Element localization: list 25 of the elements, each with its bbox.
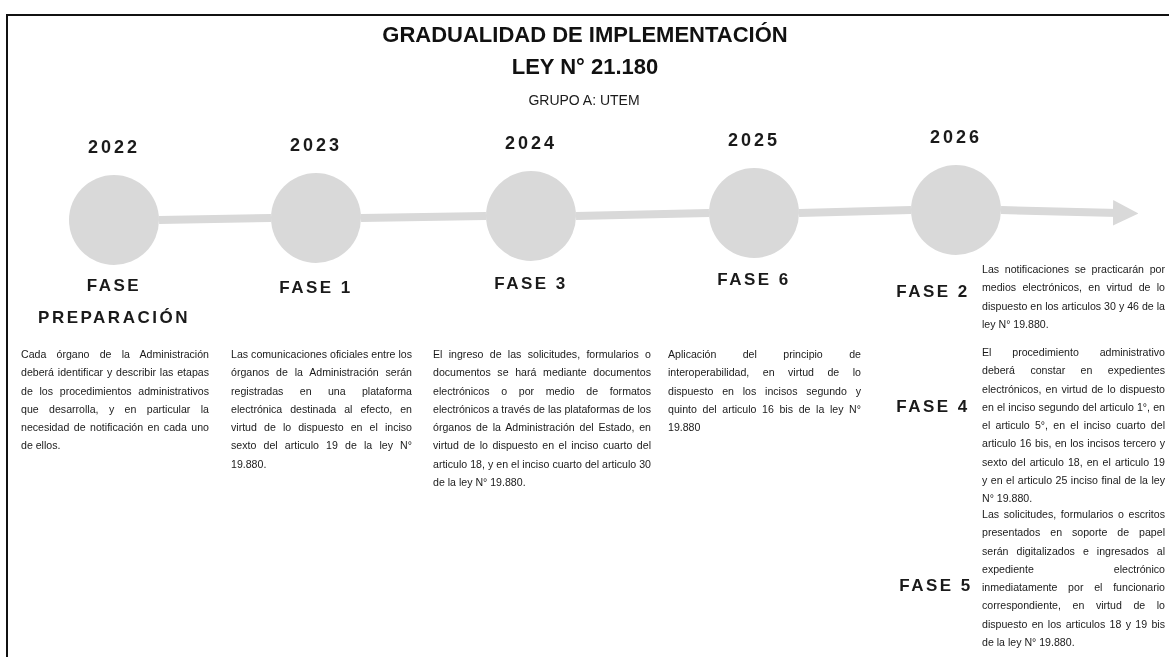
phase-heading: FASE 6 (716, 269, 792, 291)
year-label: 2025 (726, 130, 781, 151)
phase-heading: FASE 5 (898, 575, 974, 597)
phase-heading: FASE 3 (493, 273, 569, 295)
year-label: 2026 (928, 127, 983, 148)
description-text: Cada órgano de la Administración deberá identificar y describir las etapas de los procedimientos administrativos que desarrolla, y en particular la necesidad de notificación en cada uno de ellos. (21, 347, 209, 454)
description-text: El ingreso de las solicitudes, formularios o documentos se hará mediante documentos electrónicos o por medio de formatos electrónicos a través de las plataformas de los órganos de la Administración del Estado, en virtud de lo dispuesto en el inciso cuarto del articulo 18, y en el inciso cuarto del articulo 30 de la ley N° 19.880. (433, 347, 651, 491)
subtitle: GRUPO A: UTEM (527, 92, 641, 108)
year-label: 2024 (503, 133, 558, 154)
phase-heading: FASE 1 (278, 277, 354, 299)
description-text: Las solicitudes, formularios o escritos presentados en soporte de papel serán digitalizados e ingresados al expediente electrónico inmediatamente por el funcionario correspondiente, en virtud de lo dispuesto en los articulos 18 y 19 bis de la ley N° 19.880. (982, 507, 1165, 651)
timeline-line (575, 209, 710, 220)
year-label: 2022 (86, 137, 141, 158)
description-text: Las notificaciones se practicarán por medios electrónicos, en virtud de lo dispuesto en los articulos 30 y 46 de la ley N° 19.880. (982, 262, 1165, 332)
phase-heading: FASE 4 (895, 396, 971, 418)
description-text: Las comunicaciones oficiales entre los órganos de la Administración serán registradas en una plataforma electrónica destinada al efecto, en virtud de lo dispuesto en el inciso sexto del articulo 19 de la ley N° 19.880. (231, 347, 412, 472)
description-text: El procedimiento administrativo deberá constar en expedientes electrónicos, en virtud de lo dispuesto en el inciso segundo del articulo 1°, en el articulo 5°, en el inciso cuarto del articulo 16 bis, en los incisos tercero y sexto del articulo 18, en el articulo 19 y en el articulo 25 inciso final de la ley N° 19.880. (982, 345, 1165, 507)
phase-heading: FASE 2 (895, 281, 971, 303)
title: GRADUALIDAD DE IMPLEMENTACIÓN LEY N° 21.180 (381, 21, 789, 81)
timeline-line (360, 212, 487, 222)
phase-heading: FASE PREPARACIÓN (37, 275, 191, 329)
arrow (1000, 200, 1139, 226)
description-text: Aplicación del principio de interoperabilidad, en virtud de lo dispuesto en los incisos segundo y quinto del articulo 16 bis de la ley N° 19.880 (668, 347, 861, 436)
timeline-line (158, 214, 272, 224)
year-label: 2023 (288, 135, 343, 156)
